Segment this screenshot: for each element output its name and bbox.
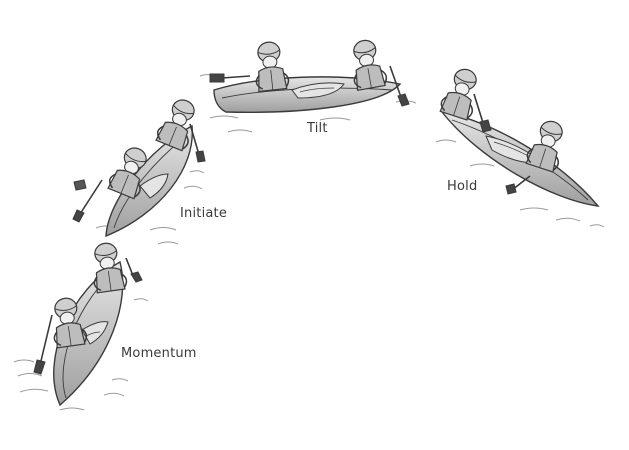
paddle-icon — [33, 257, 143, 375]
canoe-momentum — [13, 240, 149, 411]
water-ripple-icon — [435, 139, 605, 228]
stage-label-initiate: Initiate — [180, 206, 228, 221]
stage-label-hold: Hold — [447, 179, 478, 194]
canoe-initiate — [72, 94, 206, 245]
paddle-icon — [209, 65, 410, 107]
water-ripple-icon — [13, 298, 149, 411]
paddle-icon — [473, 93, 531, 195]
paddle-icon — [72, 123, 206, 223]
paddler-icon — [437, 64, 485, 122]
stage-label-momentum: Momentum — [121, 346, 197, 361]
stage-label-tilt: Tilt — [307, 121, 328, 136]
paddler-icon — [523, 116, 571, 174]
canoe-tilt — [199, 36, 417, 133]
canoe-hold — [435, 64, 605, 228]
